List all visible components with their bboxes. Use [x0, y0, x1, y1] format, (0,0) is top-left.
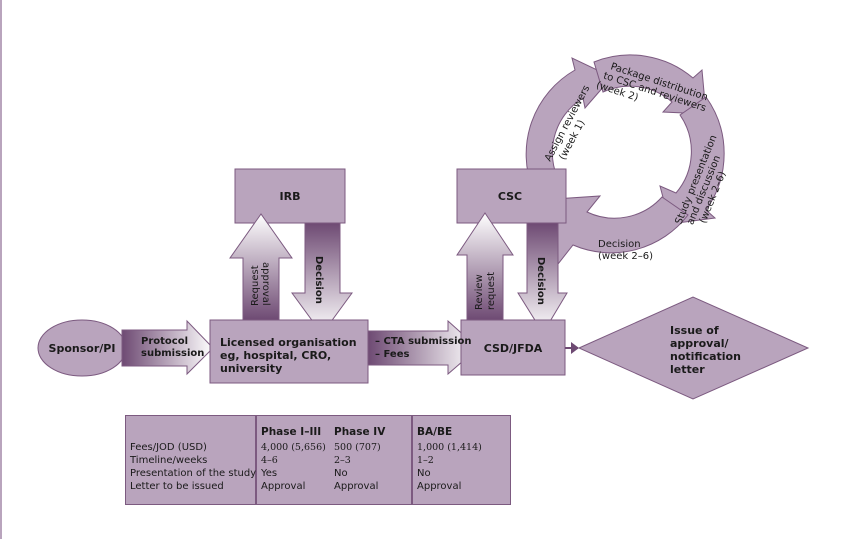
cell-presentation: No	[417, 468, 431, 479]
fees-table: Fees/JOD (USD) Timeline/weeks Presentati…	[125, 415, 511, 505]
review-request-line2: request	[486, 272, 497, 310]
cell-timeline: 1–2	[417, 455, 434, 466]
column-header: Phase I–III	[261, 426, 322, 438]
table-phase-group: Phase I–III 4,000 (5,656) 4–6 Yes Approv…	[257, 416, 413, 504]
csd-jfda-label: CSD/JFDA	[484, 342, 543, 355]
cycle-decision-line2: (week 2–6)	[598, 251, 653, 262]
cell-fees: 4,000 (5,656)	[261, 442, 326, 453]
issue-line1: Issue of	[670, 324, 719, 337]
cta-line2: – Fees	[375, 349, 409, 360]
table-row-labels: Fees/JOD (USD) Timeline/weeks Presentati…	[126, 416, 257, 504]
cycle-decision-line1: Decision	[598, 239, 641, 250]
licensed-org-line3: university	[220, 362, 282, 375]
row-label-presentation: Presentation of the study	[130, 468, 257, 479]
cell-fees: 1,000 (1,414)	[417, 442, 482, 453]
csc-label: CSC	[498, 190, 522, 203]
cycle-arrow-study	[659, 96, 725, 225]
cell-fees: 500 (707)	[334, 442, 381, 453]
issue-line4: letter	[670, 363, 705, 376]
irb-label: IRB	[280, 190, 301, 203]
cell-timeline: 4–6	[261, 455, 278, 466]
column-header: Phase IV	[334, 426, 386, 438]
licensed-org-box	[209, 319, 369, 384]
licensed-org-line1: Licensed organisation	[220, 336, 357, 349]
issue-letter-node	[577, 296, 810, 400]
licensed-org-line2: eg, hospital, CRO,	[220, 349, 331, 362]
column-ba-be: BA/BE 1,000 (1,414) 1–2 No Approval	[413, 416, 510, 504]
csc-decision-arrow	[517, 222, 568, 334]
irb-decision-arrow	[291, 222, 353, 335]
cell-presentation: Yes	[261, 468, 278, 479]
cell-presentation: No	[334, 468, 348, 479]
row-label-letter: Letter to be issued	[130, 481, 224, 492]
connector-arrowhead	[571, 342, 579, 354]
protocol-line1: Protocol	[141, 336, 188, 347]
request-approval-line2: approval	[260, 262, 271, 306]
csc-decision-label: Decision	[535, 257, 546, 305]
cell-letter: Approval	[417, 481, 462, 492]
column-phase-1-3: Phase I–III 4,000 (5,656) 4–6 Yes Approv…	[261, 426, 334, 504]
irb-box	[234, 168, 346, 224]
issue-line2: approval/	[670, 337, 730, 350]
row-label-fees: Fees/JOD (USD)	[130, 442, 207, 453]
column-phase-4: Phase IV 500 (707) 2–3 No Approval	[334, 426, 407, 504]
column-header: BA/BE	[417, 426, 453, 438]
issue-line3: notification	[670, 350, 741, 363]
review-request-line1: Review	[474, 274, 485, 310]
row-label-timeline: Timeline/weeks	[130, 455, 208, 466]
protocol-line2: submission	[141, 348, 204, 359]
cta-line1: – CTA submission	[375, 336, 471, 347]
cell-letter: Approval	[334, 481, 379, 492]
irb-decision-label: Decision	[313, 256, 324, 304]
cell-letter: Approval	[261, 481, 306, 492]
csc-box	[456, 168, 567, 224]
review-request-arrow	[456, 212, 514, 321]
protocol-submission-arrow	[121, 319, 214, 376]
sponsor-label: Sponsor/PI	[49, 342, 116, 355]
request-approval-arrow	[229, 213, 293, 321]
cell-timeline: 2–3	[334, 455, 351, 466]
csd-jfda-box	[460, 319, 566, 376]
request-approval-line1: Request	[250, 265, 261, 306]
